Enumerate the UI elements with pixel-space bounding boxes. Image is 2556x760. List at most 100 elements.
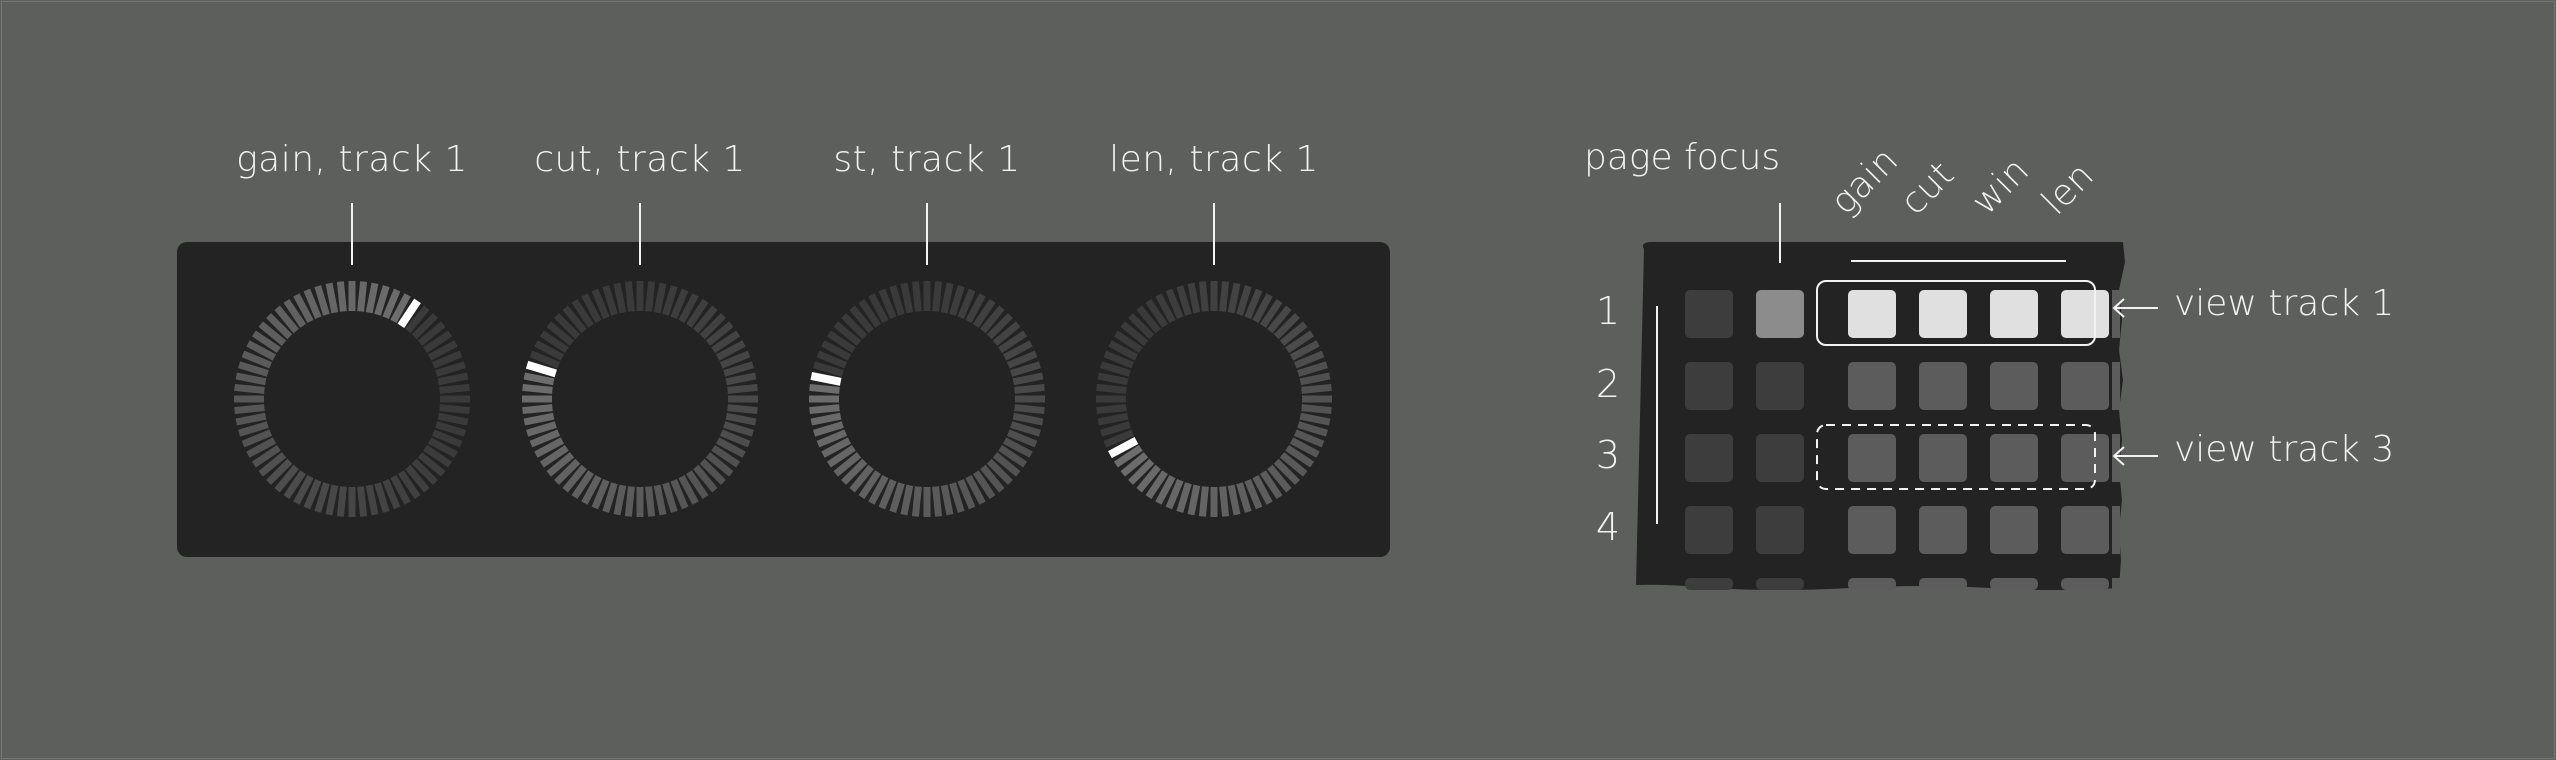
- ring-segment: [1299, 412, 1331, 426]
- ring-segment: [932, 281, 943, 312]
- ring-segment: [534, 340, 565, 361]
- grid-pad[interactable]: [1919, 362, 1967, 410]
- grid-pad[interactable]: [1990, 434, 2038, 482]
- ring-segment: [431, 350, 463, 369]
- grid-pad[interactable]: [1990, 362, 2038, 410]
- grid-pad[interactable]: [1919, 578, 1967, 590]
- row-number: 4: [1595, 505, 1621, 549]
- ring-segment: [949, 482, 965, 513]
- grid-pad[interactable]: [2061, 434, 2109, 482]
- grid-pad[interactable]: [1685, 506, 1733, 554]
- ring-segment: [715, 340, 746, 361]
- track-3-selection-box: [1816, 424, 2096, 490]
- ring-segment: [411, 458, 438, 485]
- ring-segment: [246, 437, 277, 458]
- ring-segment: [602, 285, 618, 316]
- ring-segment: [546, 452, 575, 477]
- ring-segment: [685, 470, 709, 500]
- ring-indicator: [525, 360, 557, 378]
- ring-segment: [1145, 470, 1169, 500]
- ring-segment: [303, 288, 322, 320]
- ring-segment: [1187, 282, 1201, 314]
- encoder-ring[interactable]: [515, 274, 765, 524]
- ring-segment: [1289, 437, 1320, 458]
- ring-segment: [581, 293, 602, 324]
- ring-segment: [1155, 474, 1176, 505]
- ring-segment: [965, 474, 986, 505]
- ring-segment: [1219, 281, 1230, 312]
- ring-segment: [1096, 383, 1127, 394]
- ring-segment: [1244, 288, 1263, 320]
- grid-pad[interactable]: [1990, 506, 2038, 554]
- grid-pad[interactable]: [1756, 290, 1804, 338]
- grid-pad[interactable]: [1848, 290, 1896, 338]
- ring-segment: [821, 340, 852, 361]
- ring-segment: [591, 288, 610, 320]
- ring-segment: [374, 285, 390, 316]
- ring-segment: [889, 482, 905, 513]
- grid-pad[interactable]: [1919, 290, 1967, 338]
- ring-segment: [1297, 421, 1328, 437]
- ring-segment: [1267, 464, 1292, 493]
- ring-segment: [251, 330, 281, 354]
- ring-segment: [998, 330, 1028, 354]
- grid-pad[interactable]: [1848, 434, 1896, 482]
- grid-pad[interactable]: [1756, 506, 1804, 554]
- grid-pad[interactable]: [1848, 362, 1896, 410]
- grid-pad[interactable]: [1990, 578, 2038, 590]
- arrow-head: [2112, 446, 2125, 466]
- grid-pad[interactable]: [1848, 578, 1896, 590]
- row-number: 2: [1595, 362, 1621, 406]
- ring-segment: [382, 288, 401, 320]
- grid-pad[interactable]: [1919, 434, 1967, 482]
- grid-pad[interactable]: [1685, 578, 1733, 590]
- ring-segment: [258, 321, 287, 346]
- knob-leader-line: [926, 203, 928, 265]
- track-1-selection-box: [1816, 280, 2096, 346]
- encoder-ring[interactable]: [1089, 274, 1339, 524]
- grid-pad[interactable]: [1848, 506, 1896, 554]
- ring-segment: [719, 429, 751, 448]
- ring-segment: [911, 486, 922, 517]
- grid-pad[interactable]: [2061, 578, 2109, 590]
- ring-segment: [949, 285, 965, 316]
- ring-segment: [1219, 486, 1230, 517]
- ring-segment: [849, 464, 874, 493]
- grid-pad[interactable]: [1990, 290, 2038, 338]
- ring-segment: [1097, 412, 1129, 426]
- grid-pad[interactable]: [1685, 362, 1733, 410]
- ring-segment: [405, 305, 430, 334]
- ring-segment: [539, 330, 569, 354]
- encoder-ring[interactable]: [802, 274, 1052, 524]
- ring-segment: [727, 404, 758, 415]
- ring-segment: [1273, 313, 1300, 340]
- ring-segment: [725, 372, 757, 386]
- ring-segment: [234, 404, 265, 415]
- grid-pad[interactable]: [2061, 362, 2109, 410]
- ring-segment: [727, 383, 758, 394]
- ring-segment: [858, 298, 882, 328]
- grid-pad[interactable]: [1756, 578, 1804, 590]
- ring-segment: [992, 452, 1021, 477]
- grid-pad[interactable]: [2061, 506, 2109, 554]
- knob-leader-line: [639, 203, 641, 265]
- ring-segment: [911, 281, 922, 312]
- grid-pad[interactable]: [1685, 290, 1733, 338]
- ring-segment: [602, 482, 618, 513]
- ring-segment: [868, 293, 889, 324]
- grid-pad[interactable]: [1756, 434, 1804, 482]
- ring-segment: [725, 412, 757, 426]
- ring-segment: [405, 464, 430, 493]
- ring-segment: [705, 321, 734, 346]
- knob-label: len, track 1: [1109, 139, 1319, 180]
- ring-segment: [878, 288, 897, 320]
- ring-segment: [427, 437, 458, 458]
- grid-pad[interactable]: [1756, 362, 1804, 410]
- encoder-ring[interactable]: [227, 274, 477, 524]
- ring-segment: [1273, 458, 1300, 485]
- grid-pad[interactable]: [2061, 290, 2109, 338]
- grid-pad[interactable]: [1919, 506, 1967, 554]
- ring-segment: [266, 313, 293, 340]
- grid-pad[interactable]: [1685, 434, 1733, 482]
- ring-segment: [662, 482, 678, 513]
